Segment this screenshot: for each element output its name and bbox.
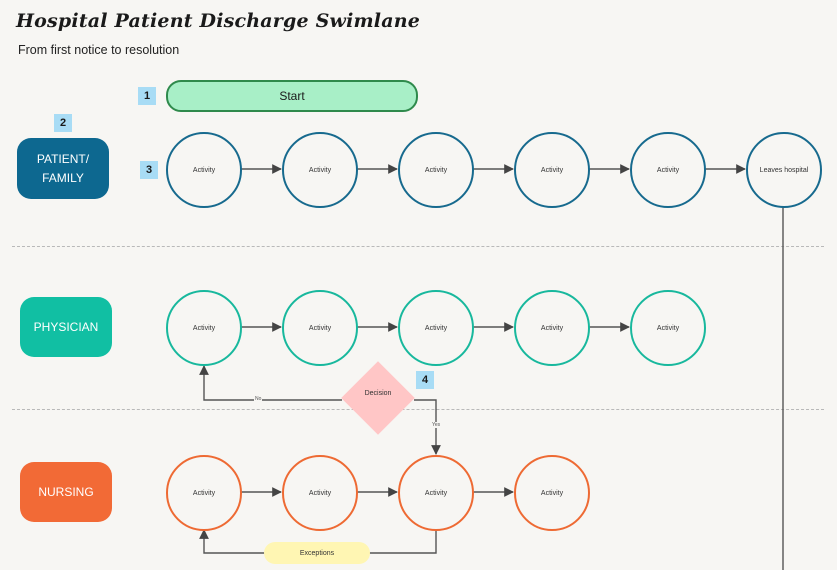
physician-activity-2[interactable]: Activity (282, 290, 358, 366)
physician-activity-4[interactable]: Activity (514, 290, 590, 366)
patient-activity-1[interactable]: Activity (166, 132, 242, 208)
step-badge-3: 3 (140, 161, 158, 179)
nursing-activity-4[interactable]: Activity (514, 455, 590, 531)
physician-activity-1[interactable]: Activity (166, 290, 242, 366)
nursing-activity-1[interactable]: Activity (166, 455, 242, 531)
start-node[interactable]: Start (166, 80, 418, 112)
diagram-subtitle: From first notice to resolution (18, 43, 180, 57)
exceptions-label[interactable]: Exceptions (264, 542, 370, 564)
lane-label-patient-family: PATIENT/ FAMILY (17, 138, 109, 199)
lane-label-nursing: NURSING (20, 462, 112, 522)
patient-activity-3[interactable]: Activity (398, 132, 474, 208)
nursing-activity-2[interactable]: Activity (282, 455, 358, 531)
patient-activity-5[interactable]: Activity (630, 132, 706, 208)
lane-divider (12, 246, 824, 247)
lane-label-physician: PHYSICIAN (20, 297, 112, 357)
decision-label: Decision (364, 390, 392, 397)
edge-label-yes: Yes (431, 422, 442, 428)
nursing-activity-3[interactable]: Activity (398, 455, 474, 531)
lane-label-line: FAMILY (42, 170, 84, 185)
lane-divider (12, 409, 824, 410)
diagram-title: Hospital Patient Discharge Swimlane (16, 10, 421, 32)
patient-leaves-hospital[interactable]: Leaves hospital (746, 132, 822, 208)
step-badge-2: 2 (54, 114, 72, 132)
step-badge-4: 4 (416, 371, 434, 389)
decision-diamond[interactable] (341, 361, 415, 435)
physician-activity-3[interactable]: Activity (398, 290, 474, 366)
step-badge-1: 1 (138, 87, 156, 105)
patient-activity-2[interactable]: Activity (282, 132, 358, 208)
physician-activity-5[interactable]: Activity (630, 290, 706, 366)
patient-activity-4[interactable]: Activity (514, 132, 590, 208)
connector-no-path (199, 365, 342, 401)
lane-label-line: PATIENT/ (36, 151, 90, 166)
edge-label-no: No (254, 396, 263, 402)
